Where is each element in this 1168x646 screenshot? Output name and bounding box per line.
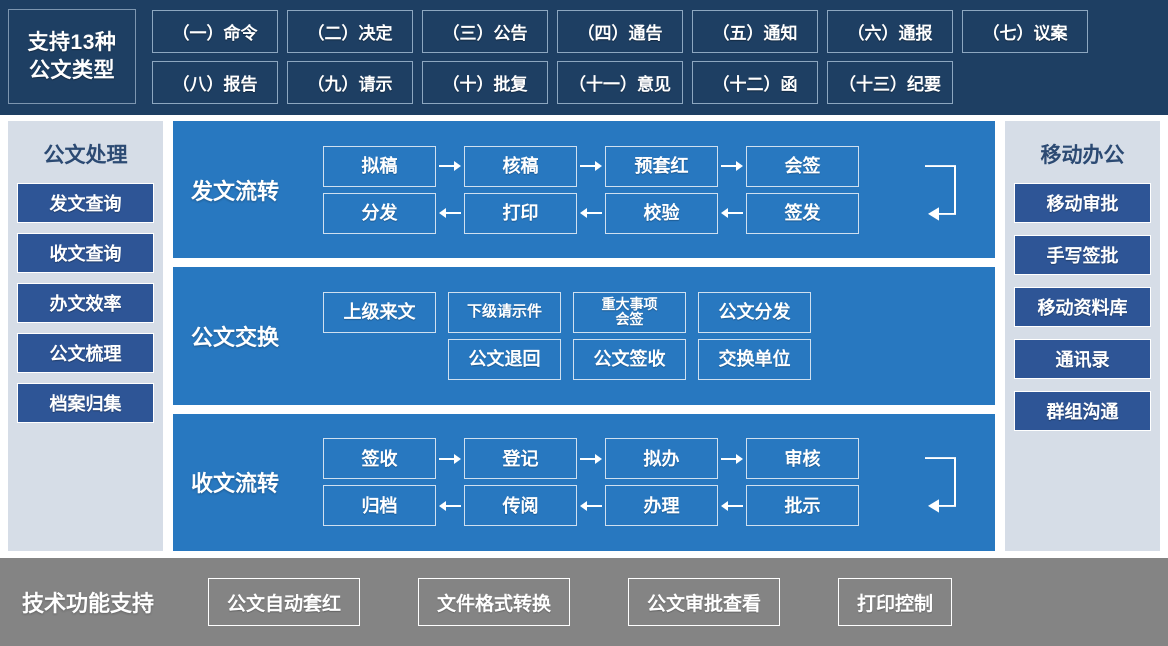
flow-node[interactable]: 拟稿: [323, 145, 436, 187]
exchange-row-bottom: 公文退回 公文签收 交换单位: [323, 338, 981, 380]
flow-node[interactable]: 办理: [605, 485, 718, 527]
arrow-right-icon: [577, 158, 605, 174]
arrow-left-icon: [577, 205, 605, 221]
flow-node[interactable]: 拟办: [605, 438, 718, 480]
doc-type-button[interactable]: （四）通告: [557, 9, 683, 53]
arrow-right-icon: [436, 451, 464, 467]
exchange-node[interactable]: 公文签收: [573, 338, 686, 380]
document-type-list: （一）命令 （二）决定 （三）公告 （四）通告 （五）通知 （六）通报 （七）议…: [152, 9, 1160, 104]
exchange-node[interactable]: 公文分发: [698, 291, 811, 333]
sidebar-left-title: 公文处理: [43, 144, 128, 167]
flow-node[interactable]: 登记: [464, 438, 577, 480]
flow-node[interactable]: 核稿: [464, 145, 577, 187]
flow-node[interactable]: 归档: [323, 485, 436, 527]
doc-type-button[interactable]: （五）通知: [692, 9, 818, 53]
sidebar-item-yidongziliaoku[interactable]: 移动资料库: [1014, 287, 1151, 327]
sidebar-right-title: 移动办公: [1040, 144, 1125, 167]
footer-button-approval-view[interactable]: 公文审批查看: [628, 578, 781, 626]
sidebar-item-yidongshenpi[interactable]: 移动审批: [1014, 183, 1151, 223]
flow-node[interactable]: 审核: [746, 438, 859, 480]
flow-node[interactable]: 会签: [746, 145, 859, 187]
doc-type-button[interactable]: （十二）函: [692, 60, 818, 104]
exchange-row-top: 上级来文 下级请示件 重大事项 会签 公文分发: [323, 291, 981, 333]
flow-node[interactable]: 预套红: [605, 145, 718, 187]
exchange-node-line1: 重大事项: [601, 295, 658, 312]
sidebar-item-qunzugoutong[interactable]: 群组沟通: [1014, 391, 1151, 431]
flow-row-top: 拟稿 核稿 预套红 会签: [323, 145, 981, 187]
flow-row-bottom: 归档 传阅 办理 批示: [323, 485, 981, 527]
flow-grid: 签收 登记 拟办 审核 归档 传阅 办理: [323, 438, 981, 527]
flow-node[interactable]: 打印: [464, 192, 577, 234]
footer-button-auto-red-header[interactable]: 公文自动套红: [208, 578, 361, 626]
exchange-node-line2: 会签: [615, 311, 644, 328]
doc-type-button[interactable]: （三）公告: [422, 9, 548, 53]
arrow-left-icon: [718, 498, 746, 514]
footer-button-format-convert[interactable]: 文件格式转换: [418, 578, 571, 626]
exchange-node[interactable]: 重大事项 会签: [573, 291, 686, 333]
arrow-right-icon: [718, 158, 746, 174]
doc-type-button[interactable]: （六）通报: [827, 9, 953, 53]
sidebar-item-shouxieqianpi[interactable]: 手写签批: [1014, 235, 1151, 275]
arrow-right-icon: [718, 451, 746, 467]
page-title: 支持13种 公文类型: [8, 9, 136, 104]
section-label: 收文流转: [191, 471, 280, 497]
footer-bar: 技术功能支持 公文自动套红 文件格式转换 公文审批查看 打印控制: [0, 558, 1168, 646]
doc-type-button[interactable]: （八）报告: [152, 60, 278, 104]
body-area: 公文处理 发文查询 收文查询 办文效率 公文梳理 档案归集 发文流转 拟稿 核稿…: [0, 115, 1168, 551]
footer-label: 技术功能支持: [22, 591, 155, 616]
flow-sections: 发文流转 拟稿 核稿 预套红 会签 分发 打印: [173, 121, 995, 551]
flow-row-bottom: 分发 打印 校验 签发: [323, 192, 981, 234]
sidebar-left: 公文处理 发文查询 收文查询 办文效率 公文梳理 档案归集: [8, 121, 163, 551]
doc-type-button[interactable]: （九）请示: [287, 60, 413, 104]
flow-node[interactable]: 签发: [746, 192, 859, 234]
arrow-left-icon: [577, 498, 605, 514]
section-gongwenjiaohuan: 公文交换 上级来文 下级请示件 重大事项 会签 公文分发 公文退回: [173, 267, 995, 405]
exchange-node[interactable]: 公文退回: [448, 338, 561, 380]
sidebar-item-gongwenshuli[interactable]: 公文梳理: [17, 333, 154, 373]
section-label: 发文流转: [191, 178, 280, 204]
exchange-grid: 上级来文 下级请示件 重大事项 会签 公文分发 公文退回 公文签收 交换单位: [323, 291, 981, 380]
flow-row-top: 签收 登记 拟办 审核: [323, 438, 981, 480]
sidebar-item-fawenchaxun[interactable]: 发文查询: [17, 183, 154, 223]
flow-node[interactable]: 签收: [323, 438, 436, 480]
exchange-node[interactable]: 上级来文: [323, 291, 436, 333]
doc-type-button[interactable]: （二）决定: [287, 9, 413, 53]
section-fawenliuzhuan: 发文流转 拟稿 核稿 预套红 会签 分发 打印: [173, 121, 995, 259]
sidebar-right: 移动办公 移动审批 手写签批 移动资料库 通讯录 群组沟通: [1005, 121, 1160, 551]
doc-type-button[interactable]: （一）命令: [152, 9, 278, 53]
document-type-row-1: （一）命令 （二）决定 （三）公告 （四）通告 （五）通知 （六）通报 （七）议…: [152, 9, 1160, 53]
footer-button-group: 公文自动套红 文件格式转换 公文审批查看 打印控制: [208, 578, 953, 626]
doc-type-button[interactable]: （十一）意见: [557, 60, 683, 104]
flow-node[interactable]: 传阅: [464, 485, 577, 527]
header-bar: 支持13种 公文类型 （一）命令 （二）决定 （三）公告 （四）通告 （五）通知…: [0, 0, 1168, 115]
doc-type-button[interactable]: （七）议案: [962, 9, 1088, 53]
sidebar-item-shouwenchaxun[interactable]: 收文查询: [17, 233, 154, 273]
section-label: 公文交换: [191, 324, 280, 350]
flow-grid: 拟稿 核稿 预套红 会签 分发 打印 校验: [323, 145, 981, 234]
doc-type-button[interactable]: （十三）纪要: [827, 60, 953, 104]
sidebar-item-banwenxiaolv[interactable]: 办文效率: [17, 283, 154, 323]
flow-node[interactable]: 批示: [746, 485, 859, 527]
section-shouwenliuzhuan: 收文流转 签收 登记 拟办 审核 归档 传阅: [173, 413, 995, 551]
exchange-node[interactable]: 交换单位: [698, 338, 811, 380]
arrow-right-icon: [436, 158, 464, 174]
document-type-row-2: （八）报告 （九）请示 （十）批复 （十一）意见 （十二）函 （十三）纪要: [152, 60, 1160, 104]
arrow-left-icon: [436, 205, 464, 221]
doc-type-button[interactable]: （十）批复: [422, 60, 548, 104]
arrow-right-icon: [577, 451, 605, 467]
exchange-node[interactable]: 下级请示件: [448, 291, 561, 333]
sidebar-item-danganguiji[interactable]: 档案归集: [17, 383, 154, 423]
footer-button-print-control[interactable]: 打印控制: [838, 578, 953, 626]
arrow-left-icon: [718, 205, 746, 221]
arrow-left-icon: [436, 498, 464, 514]
sidebar-item-tongxunlu[interactable]: 通讯录: [1014, 339, 1151, 379]
page-title-line2: 公文类型: [29, 58, 115, 82]
flow-node[interactable]: 校验: [605, 192, 718, 234]
flow-node[interactable]: 分发: [323, 192, 436, 234]
page-title-line1: 支持13种: [27, 30, 117, 54]
